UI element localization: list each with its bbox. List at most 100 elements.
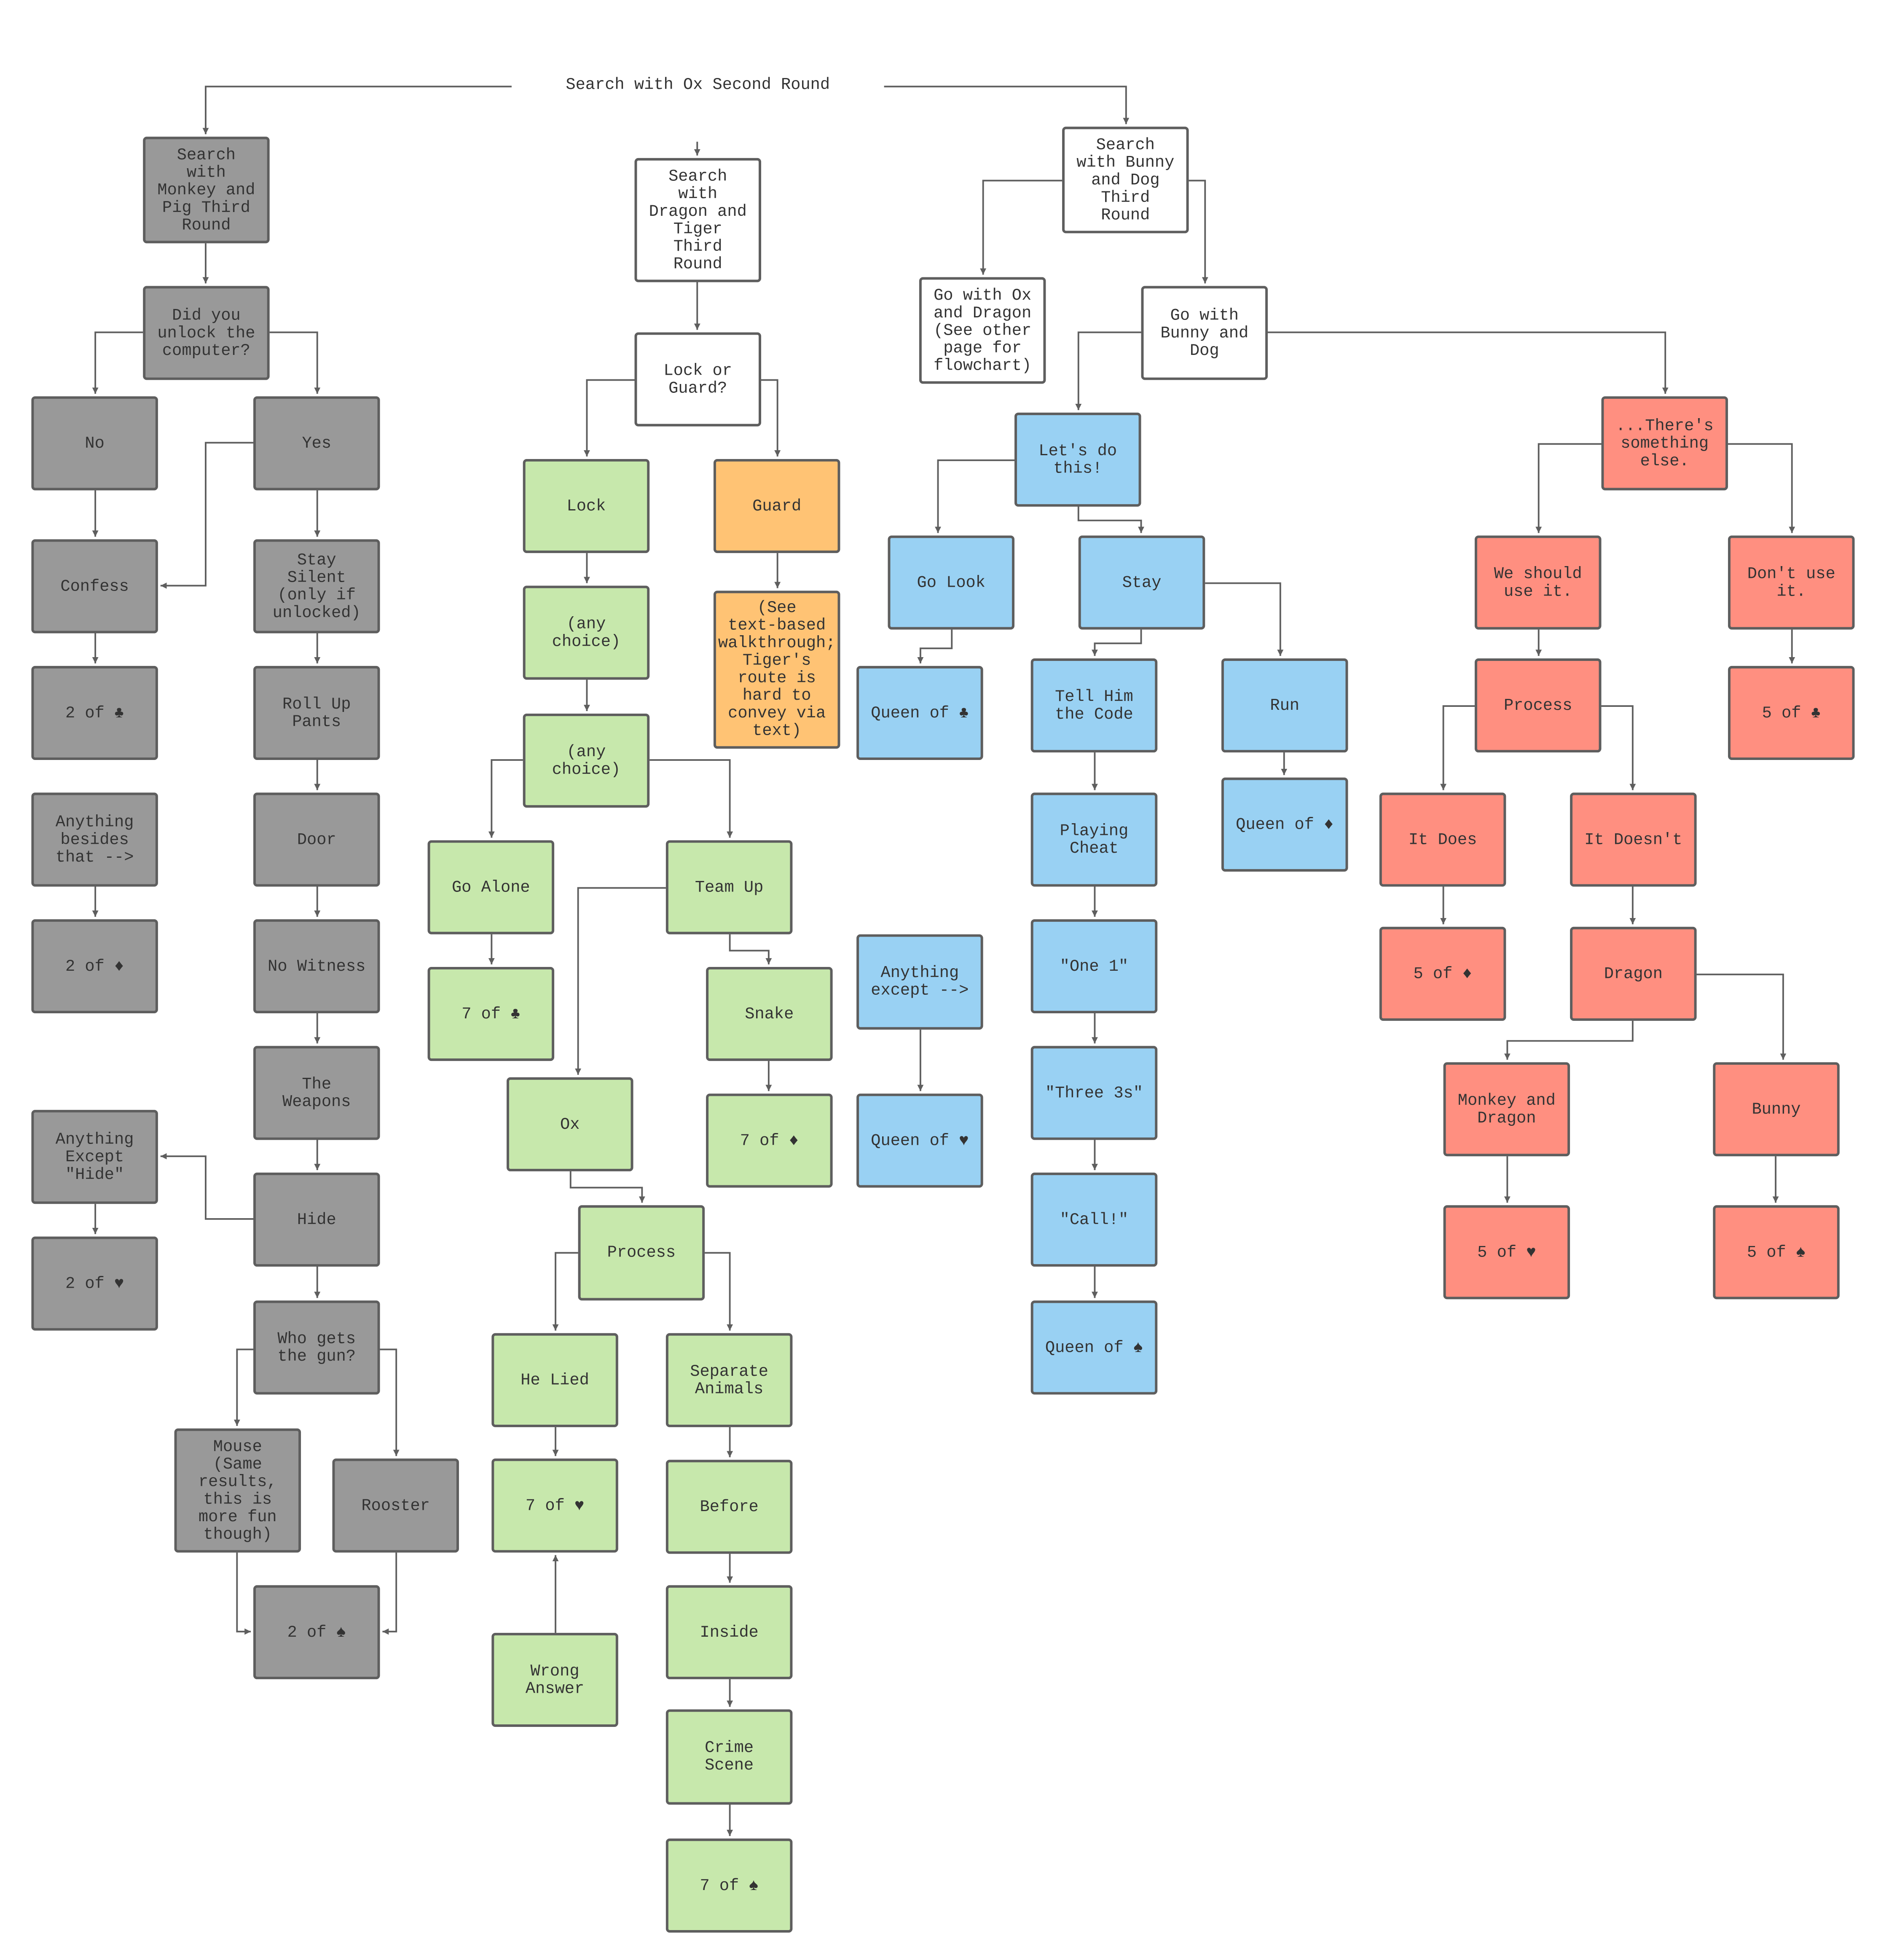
connector-arrow bbox=[1504, 1020, 1634, 1060]
connector-arrow bbox=[1696, 973, 1787, 1060]
flowchart-node[interactable]: Team Up bbox=[665, 840, 793, 934]
flowchart-node[interactable]: "Three 3s" bbox=[1030, 1046, 1158, 1140]
flowchart-node[interactable]: Queen of ♦ bbox=[1221, 777, 1348, 872]
flowchart-node[interactable]: (See text-based walkthrough; Tiger's rou… bbox=[713, 591, 840, 749]
flowchart-node[interactable]: It Doesn't bbox=[1570, 792, 1697, 887]
connector-arrow bbox=[1091, 629, 1142, 656]
flowchart-node[interactable]: "One 1" bbox=[1030, 919, 1158, 1014]
flowchart-node[interactable]: Tell Him the Code bbox=[1030, 658, 1158, 753]
connector-arrow bbox=[980, 180, 1063, 275]
connector-arrow bbox=[233, 1348, 254, 1426]
connector-arrow bbox=[569, 1171, 645, 1203]
flowchart-node[interactable]: Snake bbox=[706, 967, 833, 1061]
connector-arrow bbox=[1075, 331, 1141, 410]
flowchart-node[interactable]: Yes bbox=[253, 396, 380, 491]
flowchart-node[interactable]: Anything Except "Hide" bbox=[31, 1110, 158, 1204]
flowchart-node[interactable]: Hide bbox=[253, 1172, 380, 1267]
flowchart-node[interactable]: Go Alone bbox=[427, 840, 555, 934]
flowchart-node[interactable]: Wrong Answer bbox=[491, 1632, 618, 1727]
flowchart-node[interactable]: 7 of ♥ bbox=[491, 1458, 618, 1553]
flowchart-node[interactable]: Queen of ♥ bbox=[856, 1093, 983, 1188]
flowchart-node[interactable]: Search with Monkey and Pig Third Round bbox=[143, 137, 270, 244]
flowchart-node[interactable]: 5 of ♣ bbox=[1728, 666, 1855, 760]
flowchart-node[interactable]: 5 of ♠ bbox=[1713, 1205, 1840, 1300]
flowchart-node[interactable]: 7 of ♦ bbox=[706, 1093, 833, 1188]
flowchart-node[interactable]: We should use it. bbox=[1474, 535, 1602, 630]
flowchart-node[interactable]: Playing Cheat bbox=[1030, 792, 1158, 887]
connector-arrow bbox=[382, 1552, 397, 1635]
flowchart-node[interactable]: 2 of ♣ bbox=[31, 666, 158, 760]
flowchart-node[interactable]: Process bbox=[578, 1205, 705, 1301]
connector-arrow bbox=[935, 459, 1015, 533]
flowchart-node[interactable]: 2 of ♦ bbox=[31, 919, 158, 1014]
flowchart-node[interactable]: (any choice) bbox=[523, 585, 650, 680]
flowchart-node[interactable]: "Call!" bbox=[1030, 1172, 1158, 1267]
connector-arrow bbox=[649, 759, 733, 838]
flowchart-node[interactable]: Roll Up Pants bbox=[253, 666, 380, 760]
connector-arrow bbox=[575, 887, 666, 1075]
flowchart-node[interactable]: Bunny bbox=[1713, 1062, 1840, 1157]
flowchart-node[interactable]: Confess bbox=[31, 539, 158, 634]
flowchart-node[interactable]: 7 of ♠ bbox=[665, 1838, 793, 1933]
flowchart-node[interactable]: 2 of ♥ bbox=[31, 1236, 158, 1331]
flowchart-node[interactable]: 2 of ♠ bbox=[253, 1585, 380, 1679]
connector-arrow bbox=[202, 86, 512, 134]
flowchart-node[interactable]: Run bbox=[1221, 658, 1348, 753]
flowchart-node[interactable]: Mouse (Same results, this is more fun th… bbox=[174, 1428, 301, 1553]
connector-arrow bbox=[884, 86, 1130, 124]
flowchart-node[interactable]: 7 of ♣ bbox=[427, 967, 555, 1061]
flowchart-node[interactable]: No Witness bbox=[253, 919, 380, 1014]
flowchart-node[interactable]: Crime Scene bbox=[665, 1709, 793, 1805]
connector-arrow bbox=[1189, 180, 1208, 284]
connector-arrow bbox=[1601, 705, 1636, 790]
flowchart-node[interactable]: Go with Bunny and Dog bbox=[1141, 286, 1268, 380]
connector-arrow bbox=[584, 379, 635, 457]
flowchart-node[interactable]: Before bbox=[665, 1460, 793, 1554]
flowchart-node[interactable]: Guard bbox=[713, 459, 840, 553]
flowchart-node[interactable]: Lock or Guard? bbox=[634, 332, 762, 427]
connector-arrow bbox=[1535, 443, 1602, 533]
flowchart-node[interactable]: Queen of ♣ bbox=[856, 666, 983, 760]
flowchart-node[interactable]: Anything except --> bbox=[856, 934, 983, 1030]
flowchart-node[interactable]: (any choice) bbox=[523, 713, 650, 808]
flowchart-node[interactable]: Stay bbox=[1078, 535, 1205, 630]
flowchart-node[interactable]: Inside bbox=[665, 1585, 793, 1679]
flowchart-node[interactable]: Go Look bbox=[888, 535, 1015, 630]
connector-arrow bbox=[380, 1348, 400, 1456]
flowchart-node[interactable]: Separate Animals bbox=[665, 1333, 793, 1427]
flowchart-node[interactable]: Dragon bbox=[1570, 926, 1697, 1021]
connector-arrow bbox=[1077, 507, 1144, 533]
flowchart-node[interactable]: Queen of ♠ bbox=[1030, 1300, 1158, 1395]
flowchart-node[interactable]: Lock bbox=[523, 459, 650, 553]
flowchart-node[interactable]: Anything besides that --> bbox=[31, 792, 158, 887]
flowchart-node[interactable]: Stay Silent (only if unlocked) bbox=[253, 539, 380, 634]
connector-arrow bbox=[160, 1153, 254, 1220]
flowchart-node[interactable]: It Does bbox=[1379, 792, 1506, 887]
flowchart-node[interactable]: Go with Ox and Dragon (See other page fo… bbox=[919, 277, 1046, 384]
flowchart-node[interactable]: No bbox=[31, 396, 158, 491]
flowchart-node[interactable]: Don't use it. bbox=[1728, 535, 1855, 630]
flowchart-node[interactable]: 5 of ♦ bbox=[1379, 926, 1506, 1021]
flowchart-node[interactable]: Did you unlock the computer? bbox=[143, 286, 270, 380]
flowchart-node[interactable]: Rooster bbox=[332, 1458, 459, 1553]
connector-arrow bbox=[160, 442, 254, 589]
flowchart-node[interactable]: Process bbox=[1474, 658, 1602, 753]
flowchart-node[interactable]: Search with Bunny and Dog Third Round bbox=[1062, 126, 1189, 234]
flowchart-node[interactable]: 5 of ♥ bbox=[1443, 1205, 1570, 1300]
flowchart-title: Search with Ox Second Round bbox=[566, 75, 830, 94]
flowchart-node[interactable]: Let's do this! bbox=[1014, 412, 1141, 507]
connector-arrow bbox=[236, 1552, 251, 1635]
flowchart-node[interactable]: The Weapons bbox=[253, 1046, 380, 1140]
flowchart-node[interactable]: Ox bbox=[507, 1077, 633, 1171]
connector-arrow bbox=[705, 1252, 733, 1331]
flowchart-node[interactable]: Door bbox=[253, 792, 380, 887]
flowchart-node[interactable]: He Lied bbox=[491, 1333, 618, 1427]
connector-arrow bbox=[1268, 331, 1669, 394]
flowchart-node[interactable]: Search with Dragon and Tiger Third Round bbox=[634, 158, 762, 282]
flowchart-node[interactable]: ...There's something else. bbox=[1601, 396, 1728, 491]
flowchart-node[interactable]: Monkey and Dragon bbox=[1443, 1062, 1570, 1157]
flowchart-node[interactable]: Who gets the gun? bbox=[253, 1300, 380, 1395]
connector-arrow bbox=[729, 934, 772, 965]
connector-arrow bbox=[92, 331, 143, 394]
